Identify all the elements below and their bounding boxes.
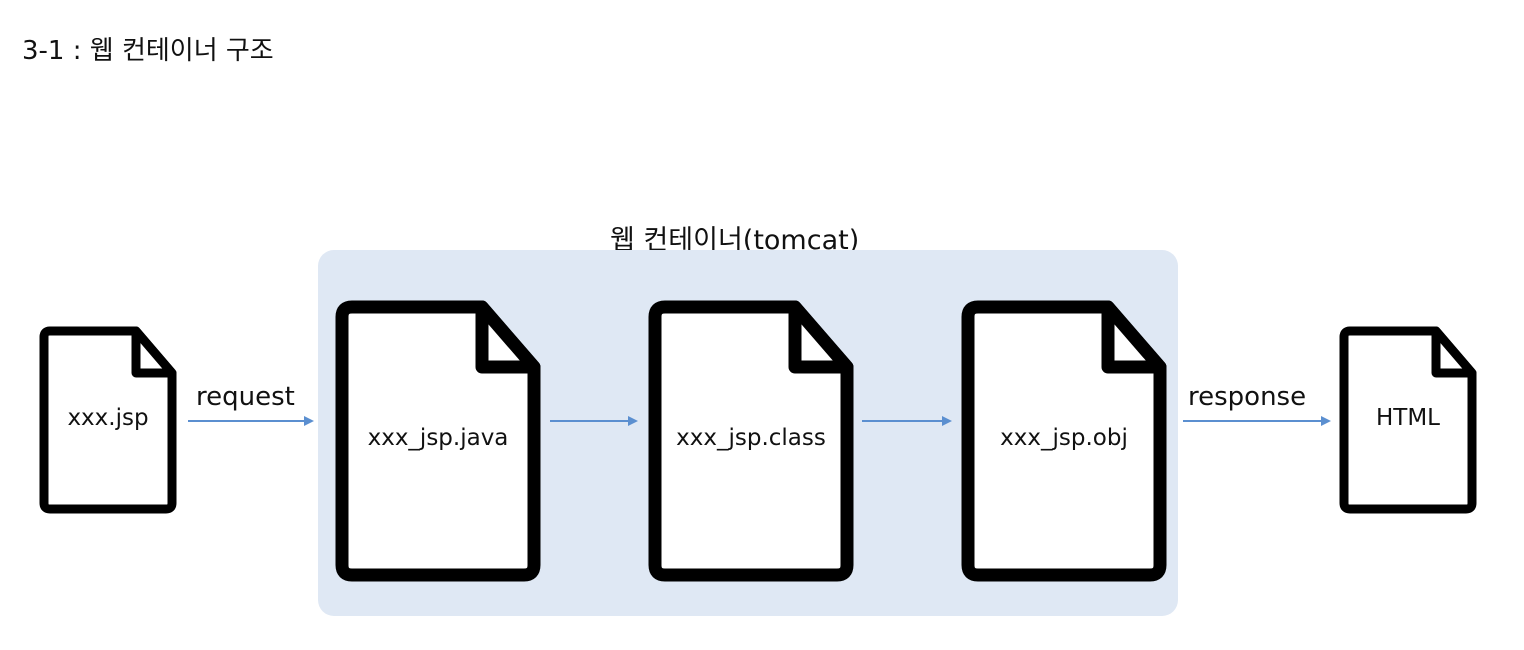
node-xxx-jsp-class: xxx_jsp.class [645,297,857,585]
document-icon [1339,326,1477,514]
document-icon [961,300,1167,582]
edge-label-response: response [1188,382,1307,412]
node-label: xxx_jsp.java [367,425,509,451]
document-icon [648,300,854,582]
arrow-response [1183,416,1331,426]
arrow-class-to-obj [862,416,952,426]
document-icon [335,300,541,582]
node-label: xxx.jsp [67,405,149,431]
node-xxx-jsp-java: xxx_jsp.java [332,297,544,585]
node-label: xxx_jsp.class [676,425,826,451]
document-icon [39,326,177,514]
node-label: xxx_jsp.obj [1000,425,1128,451]
node-xxx-jsp-obj: xxx_jsp.obj [958,297,1170,585]
node-xxx-jsp: xxx.jsp [38,325,178,515]
diagram-heading: 3-1 : 웹 컨테이너 구조 [22,36,274,66]
edge-label-request: request [196,382,295,412]
node-html: HTML [1338,325,1478,515]
arrow-java-to-class [550,416,638,426]
node-label: HTML [1375,405,1440,431]
arrow-request [188,416,314,426]
